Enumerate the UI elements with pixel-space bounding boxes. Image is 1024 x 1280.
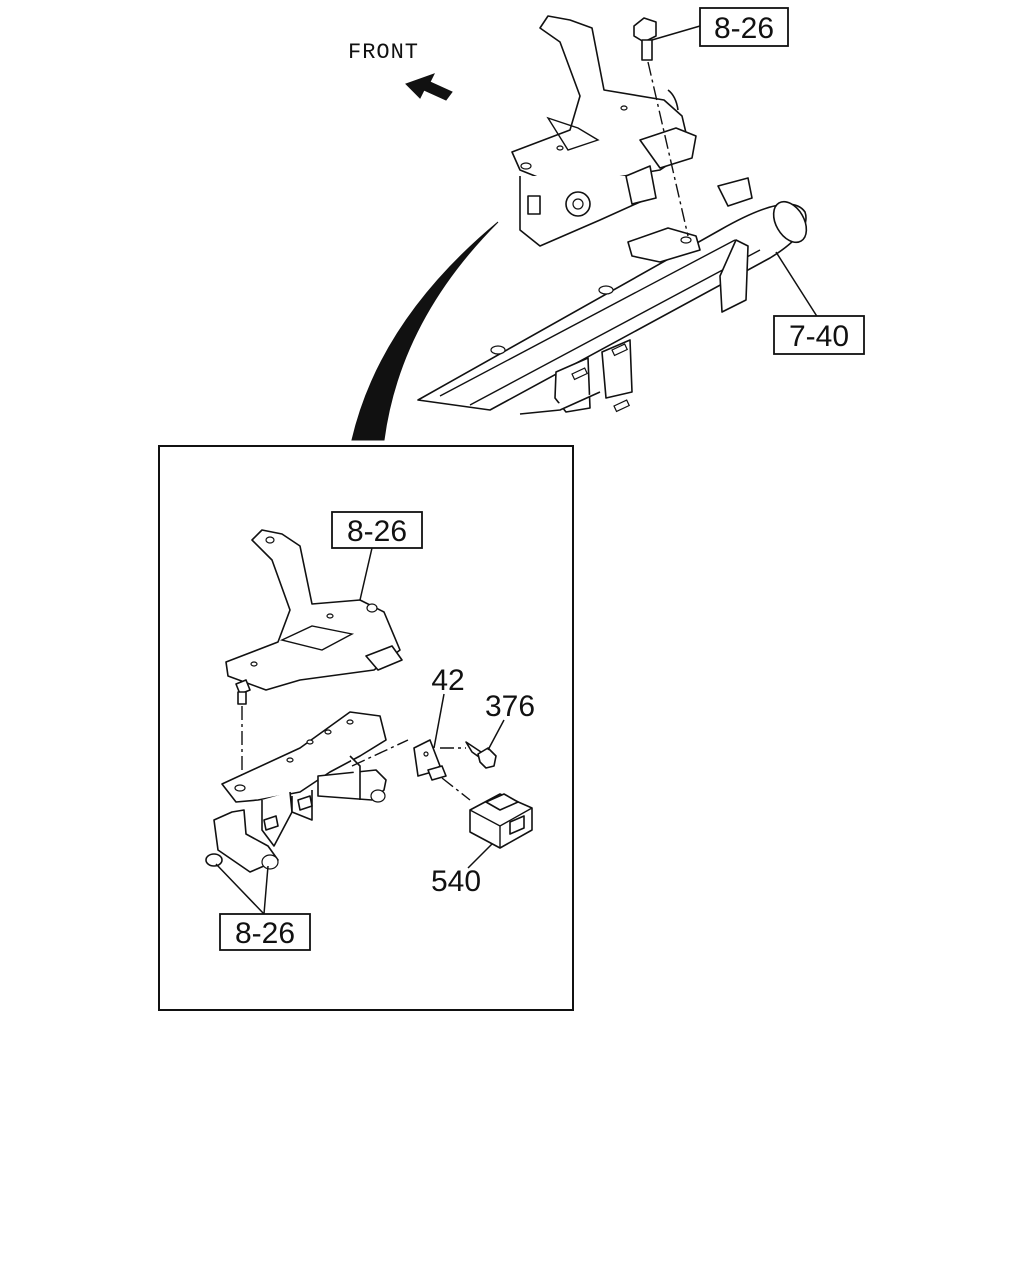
part-540-relay xyxy=(441,777,533,849)
ref-box-detail-bracket xyxy=(331,511,423,549)
part-number-540: 540 xyxy=(431,865,481,898)
ref-label-detail-bracket: 8-26 xyxy=(347,515,407,548)
part-number-376: 376 xyxy=(485,690,535,723)
ref-label-top-bolt: 8-26 xyxy=(714,12,774,45)
ref-box-detail-lower xyxy=(219,913,311,951)
part-number-42: 42 xyxy=(431,664,464,697)
part-42-bracket xyxy=(413,739,447,781)
detail-frame xyxy=(158,445,574,1011)
cross-member-tube xyxy=(417,177,808,415)
front-label: FRONT xyxy=(348,40,419,65)
detail-view: 8-26 42 376 540 8-26 xyxy=(205,511,535,951)
detail-lower-bracket xyxy=(205,711,409,873)
arrow-icon xyxy=(405,73,453,101)
ref-box-cross-member xyxy=(773,315,865,355)
detail-callout-arrow xyxy=(351,221,499,441)
part-376-bolt xyxy=(440,741,497,769)
upper-bracket xyxy=(511,15,697,247)
upper-assembly: 8-26 7-40 xyxy=(351,7,865,441)
front-indicator: FRONT xyxy=(348,40,453,101)
ref-label-cross-member: 7-40 xyxy=(789,320,849,353)
detail-upper-bracket xyxy=(225,529,403,691)
top-bolt xyxy=(633,17,689,237)
ref-label-detail-lower: 8-26 xyxy=(235,917,295,950)
ref-box-top-bolt xyxy=(699,7,789,47)
